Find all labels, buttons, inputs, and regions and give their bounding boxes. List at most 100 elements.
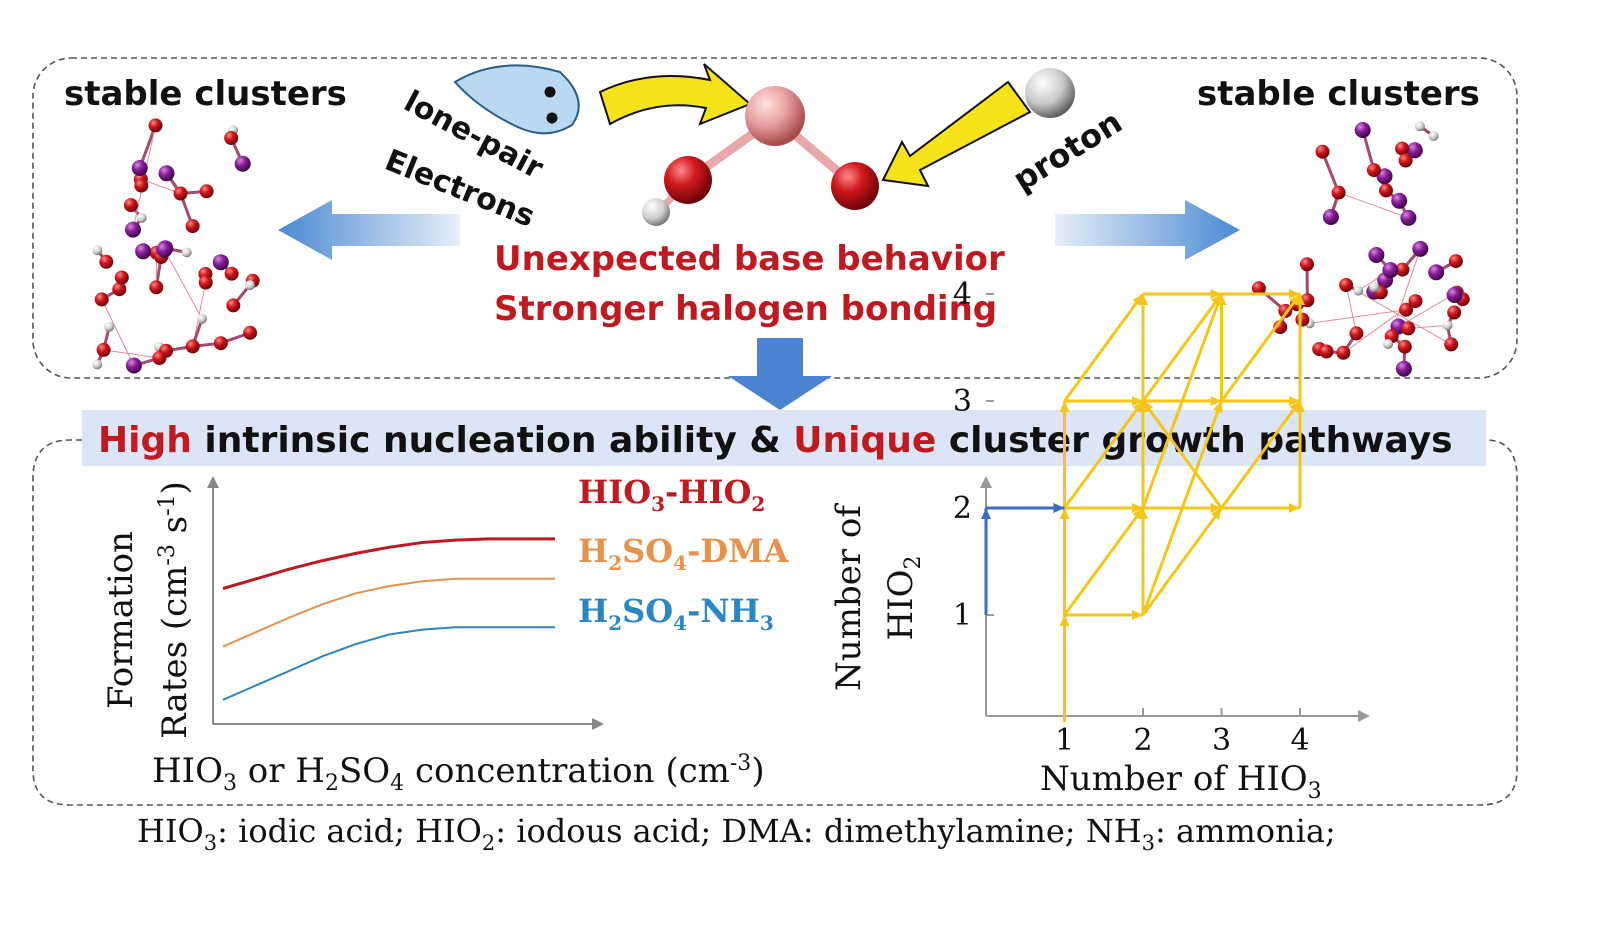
- iodine-atom: [158, 165, 175, 182]
- oxygen-atom: [1395, 141, 1410, 156]
- hydrogen-atom: [92, 359, 103, 370]
- y-tick-label: 2: [953, 491, 972, 526]
- banner-unique: Unique: [793, 420, 936, 461]
- formation-rate-chart: HIO3-HIO2 H2SO4-DMA H2SO4-NH3 Formation …: [101, 473, 790, 796]
- x-tick-label: 3: [1212, 723, 1231, 758]
- series-line-h2so4-dma: [222, 577, 555, 648]
- oxygen-atom: [198, 275, 213, 290]
- y-tick-label: 1: [953, 598, 972, 633]
- statement-halogen-bonding: Stronger halogen bonding: [494, 289, 997, 329]
- growth-arrow-head: [1059, 615, 1070, 626]
- oxygen-atom: [1444, 337, 1459, 352]
- iodine-atom: [1382, 262, 1399, 279]
- iodine-atom: [1446, 287, 1463, 303]
- oxygen-atom: [1399, 302, 1414, 317]
- right-arrow-icon: [1055, 200, 1240, 260]
- growth-arrow: [1063, 507, 1145, 616]
- left-chart-y-arrowhead: [207, 476, 219, 488]
- iodine-atom: [1428, 264, 1445, 281]
- growth-arrow-head: [1059, 401, 1070, 412]
- iodine-atom: [1368, 247, 1385, 263]
- seed-path-arrow-head: [1053, 503, 1065, 513]
- iodine-atom: [1354, 122, 1371, 138]
- halogen-bond-line: [1345, 284, 1357, 334]
- hydrogen-atom: [104, 321, 115, 332]
- left-chart-ylabel-line2: Rates (cm-3 s-1): [155, 481, 195, 739]
- oxygen-atom: [1339, 278, 1354, 292]
- left-chart-xlabel: HIO3 or H2SO4 concentration (cm-3): [152, 751, 765, 796]
- right-chart-y-arrowhead: [980, 476, 992, 488]
- growth-arrow: [1220, 400, 1302, 509]
- growth-arrow-head: [1132, 401, 1143, 413]
- oxygen-atom: [134, 178, 149, 193]
- iodine-atom: [234, 155, 251, 172]
- x-tick-label: 1: [1055, 723, 1074, 758]
- growth-arrow-head: [1289, 396, 1300, 406]
- right-stable-clusters-title: stable clusters: [1197, 74, 1480, 114]
- oxygen-atom: [1398, 153, 1413, 168]
- right-chart-ylabel-line2: HIO2: [881, 556, 926, 641]
- right-chart-x-arrowhead: [1358, 710, 1370, 722]
- oxygen-atom: [185, 339, 200, 354]
- growth-arrow-head: [1289, 294, 1300, 306]
- oxygen-atom: [123, 198, 138, 213]
- oxygen-atom: [148, 118, 163, 133]
- growth-arrow-head: [1132, 396, 1143, 406]
- iodine-atom: [135, 243, 152, 260]
- growth-arrow-head: [1210, 396, 1222, 406]
- oxygen-atom: [1447, 305, 1462, 320]
- left-chart-x-arrowhead: [592, 718, 604, 730]
- proton-sphere-icon: [1025, 68, 1075, 118]
- oxygen-atom: [226, 298, 241, 313]
- oxygen-atom: [213, 336, 228, 351]
- oxygen-atom: [1395, 262, 1410, 277]
- oxygen-atom: [152, 351, 167, 365]
- oxygen-atom: [1336, 345, 1351, 360]
- oxygen-atom: [1349, 326, 1364, 341]
- growth-arrow: [1063, 400, 1145, 509]
- oxygen-atom: [1366, 163, 1381, 178]
- growth-arrow-head: [1132, 508, 1143, 520]
- iodine-atom: [1395, 360, 1412, 377]
- banner-text: High intrinsic nucleation ability & Uniq…: [98, 420, 1453, 461]
- growth-arrow-head: [1213, 401, 1223, 413]
- hydrogen-atom: [1428, 131, 1439, 141]
- growth-arrow-head: [1289, 401, 1300, 413]
- oxygen-atom: [1315, 144, 1330, 159]
- oxygen-atom: [96, 342, 111, 357]
- left-molecular-clusters: [92, 118, 260, 374]
- oxygen-atom: [114, 270, 129, 285]
- iodine-atom: [1322, 209, 1339, 225]
- bond-line: [1321, 151, 1340, 194]
- hydrogen-atom: [181, 247, 192, 258]
- growth-arrow: [1141, 293, 1223, 402]
- halogen-bond-line: [103, 349, 160, 359]
- left-chart-ylabel-line1: Formation: [101, 531, 141, 709]
- hio2-molecule-icon: [642, 86, 879, 226]
- oxygen-atom: [199, 184, 214, 199]
- oxygen-atom: [1319, 344, 1334, 359]
- right-molecular-clusters: [1251, 121, 1470, 377]
- growth-arrow-head: [1213, 294, 1223, 306]
- growth-arrow-head: [1210, 503, 1222, 513]
- growth-arrow-head: [1210, 289, 1222, 299]
- series-line-hio3-hio2: [222, 537, 555, 590]
- iodine-atom: [1412, 240, 1429, 257]
- growth-arrow-head: [1132, 503, 1143, 513]
- footer-abbreviations: HIO3: iodic acid; HIO2: iodous acid; DMA…: [137, 812, 1336, 855]
- oxygen-atom: [94, 292, 109, 307]
- oxygen-atom: [1379, 183, 1393, 198]
- halogen-bond-line: [1338, 192, 1409, 219]
- growth-arrow: [1063, 293, 1145, 402]
- left-arrow-icon: [278, 200, 460, 260]
- growth-arrow: [1141, 507, 1223, 616]
- growth-arrow-head: [1143, 401, 1154, 413]
- iodine-atom: [1391, 192, 1408, 209]
- oxygen-atom: [224, 266, 239, 281]
- iodine-atom: [125, 221, 141, 238]
- hydrogen-atom: [1442, 320, 1453, 331]
- growth-arrow: [1141, 293, 1223, 509]
- x-tick-label: 2: [1133, 723, 1152, 758]
- oxygen-atom: [243, 325, 258, 340]
- iodine-atom: [1400, 209, 1417, 226]
